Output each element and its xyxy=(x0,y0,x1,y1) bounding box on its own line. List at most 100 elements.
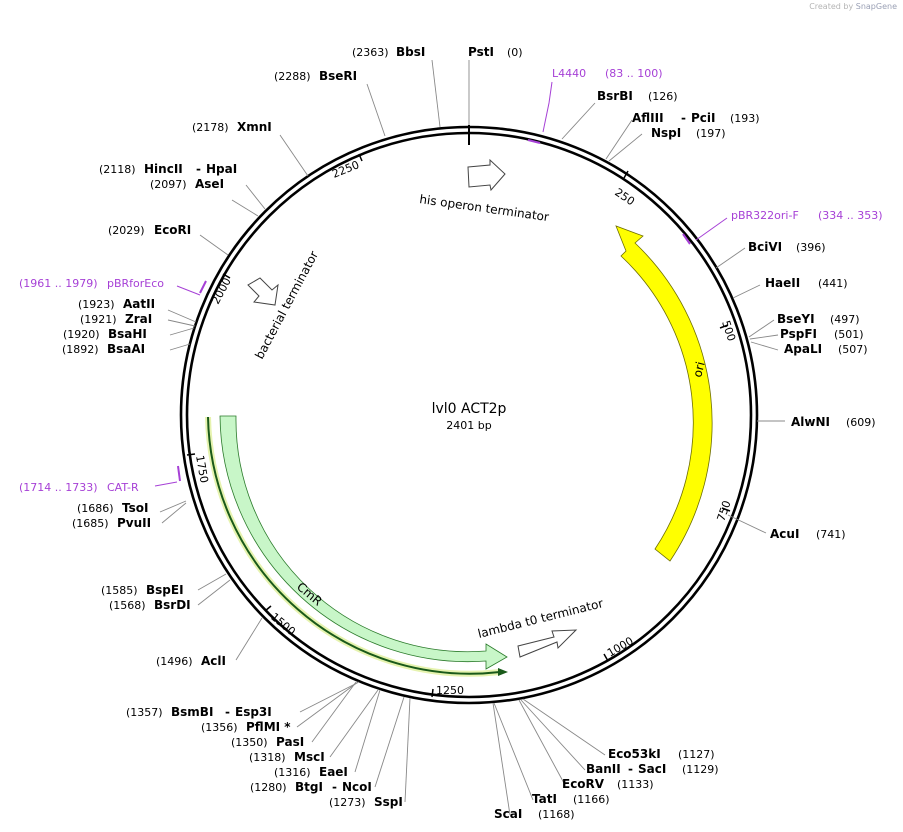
site-bseyi-pos: (497) xyxy=(830,313,860,326)
site-aatii-pos: (1923) xyxy=(78,298,115,311)
feature-cmr[interactable] xyxy=(219,415,508,670)
site-bsmbi-name: BsmBI xyxy=(171,705,213,719)
site-bseri[interactable]: (2288)BseRI xyxy=(274,69,357,83)
site-bspei[interactable]: (1585)BspEI xyxy=(101,583,184,597)
site-pasi-pos: (1350) xyxy=(231,736,268,749)
site-acli-pos: (1496) xyxy=(156,655,193,668)
site-bbsi-pos: (2363) xyxy=(352,46,389,59)
site-bcivi[interactable]: BciVI (396) xyxy=(748,240,826,254)
site-zrai[interactable]: (1921)ZraI xyxy=(80,312,152,326)
site-scai[interactable]: ScaI(1168) xyxy=(494,807,575,821)
site-pvuii-pos: (1685) xyxy=(72,517,109,530)
primer-pbr322ori-f[interactable]: pBR322ori-F (334 .. 353) xyxy=(682,209,883,245)
site-pasi-name: PasI xyxy=(276,735,304,749)
cmr-orf-arrowhead xyxy=(498,668,508,676)
site-sspi[interactable]: (1273)SspI xyxy=(329,795,403,809)
site-btgi-ncoi[interactable]: (1280)BtgI-NcoI xyxy=(250,780,372,794)
restriction-sites: PstI (0) (2363) BbsI (2288)BseRI (2178)Xmn… xyxy=(62,45,876,821)
feature-lambda-t0-terminator[interactable] xyxy=(517,629,578,658)
site-asei[interactable]: (2097) AseI xyxy=(150,177,224,191)
site-hincii-hpai[interactable]: (2118)HincII-HpaI xyxy=(99,162,237,176)
site-eaei[interactable]: (1316)EaeI xyxy=(274,765,348,779)
feature-his-operon-terminator[interactable] xyxy=(467,158,506,192)
site-bsrbi-name: BsrBI xyxy=(597,89,633,103)
site-tati-pos: (1166) xyxy=(573,793,610,806)
primer-l4440[interactable]: L4440 (83 .. 100) xyxy=(527,67,663,144)
site-bsmbi-pos: (1357) xyxy=(126,706,163,719)
site-bcivi-pos: (396) xyxy=(796,241,826,254)
site-eco53ki-name: Eco53kI xyxy=(608,747,661,761)
ruler-label-750: 750 xyxy=(715,499,734,523)
site-sspi-pos: (1273) xyxy=(329,796,366,809)
site-tati[interactable]: TatI (1166) xyxy=(532,792,610,806)
site-bbsi-name: BbsI xyxy=(396,45,425,59)
site-bseyi[interactable]: BseYI (497) xyxy=(777,312,860,326)
site-bsahi[interactable]: (1920)BsaHI xyxy=(63,327,147,341)
site-banii-saci[interactable]: BanII-SacI(1129) xyxy=(586,762,719,776)
site-xmni[interactable]: (2178)XmnI xyxy=(192,120,272,134)
primer-pbr322ori-f-name: pBR322ori-F xyxy=(731,209,799,222)
site-alwni[interactable]: AlwNI(609) xyxy=(791,415,876,429)
site-bsmbi-esp3i[interactable]: (1357)BsmBI-Esp3I xyxy=(126,705,272,719)
site-acui[interactable]: AcuI(741) xyxy=(770,527,846,541)
ruler-label-500: 500 xyxy=(719,319,738,343)
site-bsaai[interactable]: (1892)BsaAI xyxy=(62,342,145,356)
site-afliii-pos: (193) xyxy=(730,112,760,125)
site-nspi-pos: (197) xyxy=(696,127,726,140)
site-afliii-name: AflIII xyxy=(632,111,664,125)
site-tati-name: TatI xyxy=(532,792,557,806)
site-asei-pos: (2097) xyxy=(150,178,187,191)
site-psti-pos: (0) xyxy=(507,46,523,59)
ruler-label-250: 250 xyxy=(612,186,637,209)
site-pflmi[interactable]: (1356)PflMI * xyxy=(201,720,291,734)
site-hpai-dash: - xyxy=(196,162,201,176)
site-tsoi[interactable]: (1686)TsoI xyxy=(77,501,148,515)
feature-bacterial-terminator[interactable] xyxy=(247,277,279,306)
site-eaei-pos: (1316) xyxy=(274,766,311,779)
site-pspfi-pos: (501) xyxy=(834,328,864,341)
site-eco53ki[interactable]: Eco53kI (1127) xyxy=(608,747,715,761)
site-eco53ki-pos: (1127) xyxy=(678,748,715,761)
primer-pbrforeco-range: (1961 .. 1979) xyxy=(19,277,98,290)
site-scai-pos: (1168) xyxy=(538,808,575,821)
site-bcivi-name: BciVI xyxy=(748,240,782,254)
site-aatii[interactable]: (1923)AatII xyxy=(78,297,155,311)
site-psti[interactable]: PstI (0) xyxy=(468,45,523,59)
site-ecorv[interactable]: EcoRV(1133) xyxy=(562,777,654,791)
site-tsoi-pos: (1686) xyxy=(77,502,114,515)
site-psti-name: PstI xyxy=(468,45,494,59)
site-msci[interactable]: (1318)MscI xyxy=(249,750,325,764)
site-nspi-name: NspI xyxy=(651,126,681,140)
site-ecori[interactable]: (2029)EcoRI xyxy=(108,223,191,237)
site-apali[interactable]: ApaLI(507) xyxy=(784,342,868,356)
site-bspei-name: BspEI xyxy=(146,583,184,597)
plasmid-length: 2401 bp xyxy=(446,419,491,432)
site-bsrbi[interactable]: BsrBI(126) xyxy=(597,89,678,103)
site-pasi[interactable]: (1350) PasI xyxy=(231,735,304,749)
site-acli[interactable]: (1496) AclI xyxy=(156,654,226,668)
primer-pbrforeco[interactable]: (1961 .. 1979) pBRforEco xyxy=(19,277,207,296)
site-asei-name: AseI xyxy=(195,177,224,191)
credit-brand: SnapGene xyxy=(855,2,897,11)
site-hpai-name: HpaI xyxy=(206,162,237,176)
site-pspfi[interactable]: PspFI(501) xyxy=(780,327,864,341)
ruler-label-1750: 1750 xyxy=(193,454,211,484)
site-msci-name: MscI xyxy=(294,750,325,764)
primer-l4440-name: L4440 xyxy=(552,67,586,80)
primer-cat-r[interactable]: (1714 .. 1733) CAT-R xyxy=(19,465,181,494)
site-bsrdi[interactable]: (1568)BsrDI xyxy=(109,598,191,612)
site-haeii[interactable]: HaeII(441) xyxy=(765,276,848,290)
ruler-tick-2250 xyxy=(358,153,363,162)
site-acli-name: AclI xyxy=(201,654,226,668)
site-zrai-pos: (1921) xyxy=(80,313,117,326)
site-ncoi-dash: - xyxy=(332,780,337,794)
site-bbsi[interactable]: (2363) BbsI xyxy=(352,45,425,59)
site-afliii-pcii[interactable]: AflIII-PciI(193) xyxy=(632,111,760,125)
site-bseyi-name: BseYI xyxy=(777,312,815,326)
site-xmni-name: XmnI xyxy=(237,120,272,134)
site-pvuii-name: PvuII xyxy=(117,516,151,530)
site-pvuii[interactable]: (1685) PvuII xyxy=(72,516,151,530)
feature-ori[interactable] xyxy=(615,225,713,562)
site-nspi[interactable]: NspI (197) xyxy=(651,126,726,140)
site-esp3i-name: Esp3I xyxy=(235,705,272,719)
